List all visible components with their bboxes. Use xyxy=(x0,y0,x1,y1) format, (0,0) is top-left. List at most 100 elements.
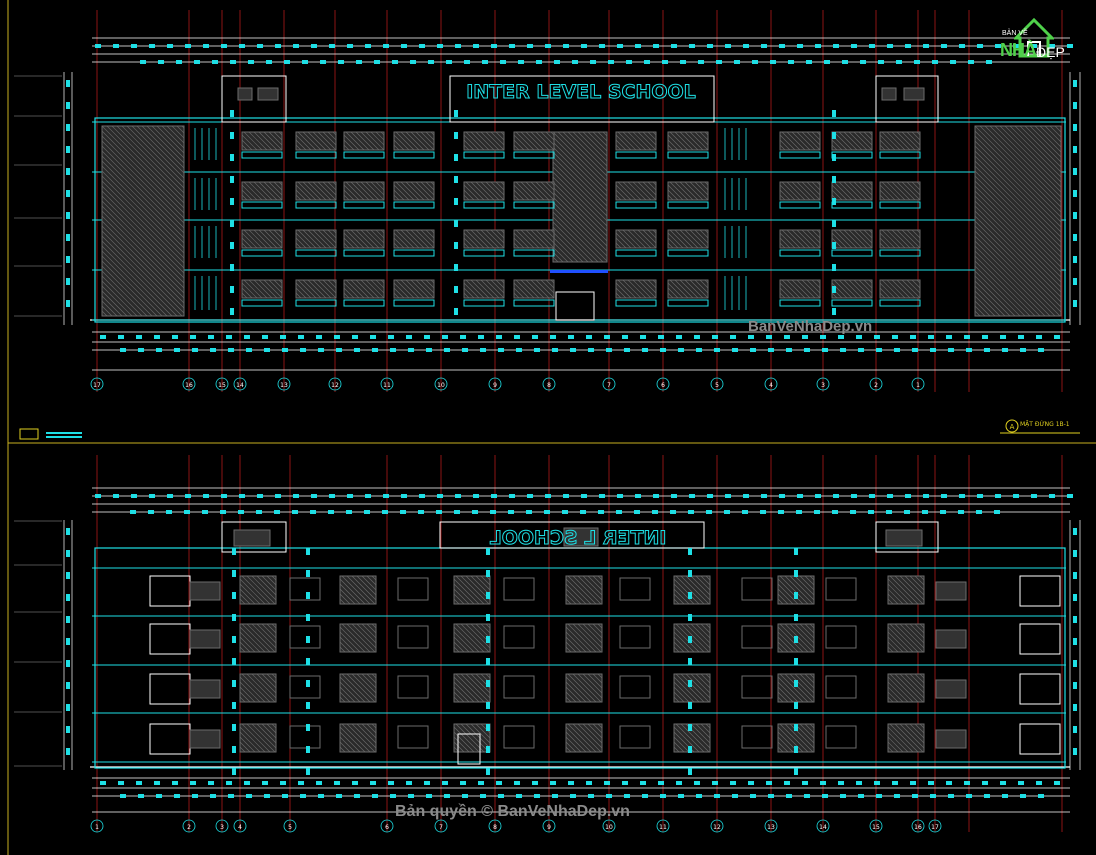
hatch-line xyxy=(685,575,711,601)
dim-tick xyxy=(166,510,172,514)
hatch-line xyxy=(565,598,572,605)
dim-tick xyxy=(446,60,452,64)
hatch-line xyxy=(366,575,377,586)
hatch-line xyxy=(680,673,710,703)
col-tick xyxy=(454,220,458,227)
col-tick xyxy=(794,548,798,555)
window-frame xyxy=(825,675,857,699)
hatch-line xyxy=(343,184,360,201)
hatch-line xyxy=(430,181,435,186)
dim-tick xyxy=(552,794,558,798)
col-tick xyxy=(306,724,310,731)
hatch-line xyxy=(879,287,891,299)
dim-tick xyxy=(514,781,520,785)
col-tick xyxy=(832,198,836,205)
hatch-line xyxy=(393,242,400,249)
dim-tick xyxy=(336,348,342,352)
hatch-line xyxy=(565,736,582,753)
hatch-line xyxy=(690,723,711,744)
hatch-line xyxy=(251,723,277,749)
col-tick xyxy=(486,636,490,643)
hatch-line xyxy=(395,131,415,151)
hatch-line xyxy=(565,631,587,653)
hatch-line xyxy=(786,131,806,151)
dim-tick xyxy=(1031,44,1037,48)
hatch-line xyxy=(241,287,253,299)
hatch-line xyxy=(552,166,608,222)
hatch-line xyxy=(572,623,602,653)
hatch-line xyxy=(465,673,491,699)
hatch-line xyxy=(552,256,559,263)
window-frame xyxy=(397,675,429,699)
hatch-line xyxy=(246,575,276,605)
col-tick xyxy=(232,702,236,709)
dim-tick xyxy=(347,44,353,48)
hatch-line xyxy=(500,131,505,136)
hatch-line xyxy=(101,205,185,289)
grid-label: 16 xyxy=(185,382,193,389)
hatch-line xyxy=(667,189,679,201)
hatch-line xyxy=(101,170,185,254)
dim-tick xyxy=(874,335,880,339)
hatch-line xyxy=(779,292,786,299)
hatch-line xyxy=(705,623,711,629)
hatch-line xyxy=(565,583,587,605)
hatch-line xyxy=(101,145,185,229)
hatch-line xyxy=(843,229,863,249)
hatch-line xyxy=(332,279,337,284)
hatch-line xyxy=(490,229,505,244)
dim-tick xyxy=(316,781,322,785)
hatch-line xyxy=(540,279,555,294)
hatch-line xyxy=(339,578,366,605)
hatch-line xyxy=(243,131,263,151)
col-tick xyxy=(306,636,310,643)
hatch-line xyxy=(263,181,283,201)
col-tick xyxy=(230,220,234,227)
dim-tick xyxy=(599,44,605,48)
grid-bubble xyxy=(233,819,247,833)
site-logo: BẢN VẼ NHÀ ĐẸP xyxy=(974,10,1084,66)
dim-tick xyxy=(406,781,412,785)
hatch-line xyxy=(480,575,491,586)
house-icon xyxy=(1014,17,1054,58)
window-frame xyxy=(825,577,857,601)
dim-tick xyxy=(748,335,754,339)
hatch-line xyxy=(239,588,256,605)
hatch-line xyxy=(667,237,679,249)
hatch-line xyxy=(617,181,637,201)
hatch-line xyxy=(361,673,377,689)
hatch-line xyxy=(463,292,470,299)
grid-bubble xyxy=(764,377,778,391)
col-tick xyxy=(486,548,490,555)
hatch-line xyxy=(673,736,690,753)
col-tick xyxy=(794,570,798,577)
hatch-line xyxy=(777,681,799,703)
grid-bubble xyxy=(215,377,229,391)
hatch-line xyxy=(470,673,491,694)
dim-tick xyxy=(1013,44,1019,48)
col-tick xyxy=(486,702,490,709)
hatch-line xyxy=(974,235,1056,317)
section-label: MẶT ĐỨNG 1B-1 xyxy=(1020,421,1070,428)
hatch-line xyxy=(673,578,700,605)
hatch-line xyxy=(101,250,168,317)
hatch-line xyxy=(694,279,709,294)
hatch-line xyxy=(490,279,505,294)
hatch-line xyxy=(669,131,689,151)
dim-tick xyxy=(1067,44,1073,48)
hatch-line xyxy=(891,181,911,201)
dim-tick xyxy=(275,494,281,498)
hatch-line xyxy=(393,282,410,299)
hatch-line xyxy=(550,181,555,186)
hatch-line xyxy=(400,181,420,201)
hatch-line xyxy=(101,200,185,284)
hatch-line xyxy=(916,279,921,284)
col-tick xyxy=(486,658,490,665)
hatch-line xyxy=(166,125,185,144)
hatch-line xyxy=(673,696,680,703)
hatch-line xyxy=(552,151,608,207)
hatch-line xyxy=(627,131,647,151)
balcony-rail xyxy=(463,299,505,307)
dim-tick xyxy=(352,781,358,785)
hatch-line xyxy=(582,673,603,694)
